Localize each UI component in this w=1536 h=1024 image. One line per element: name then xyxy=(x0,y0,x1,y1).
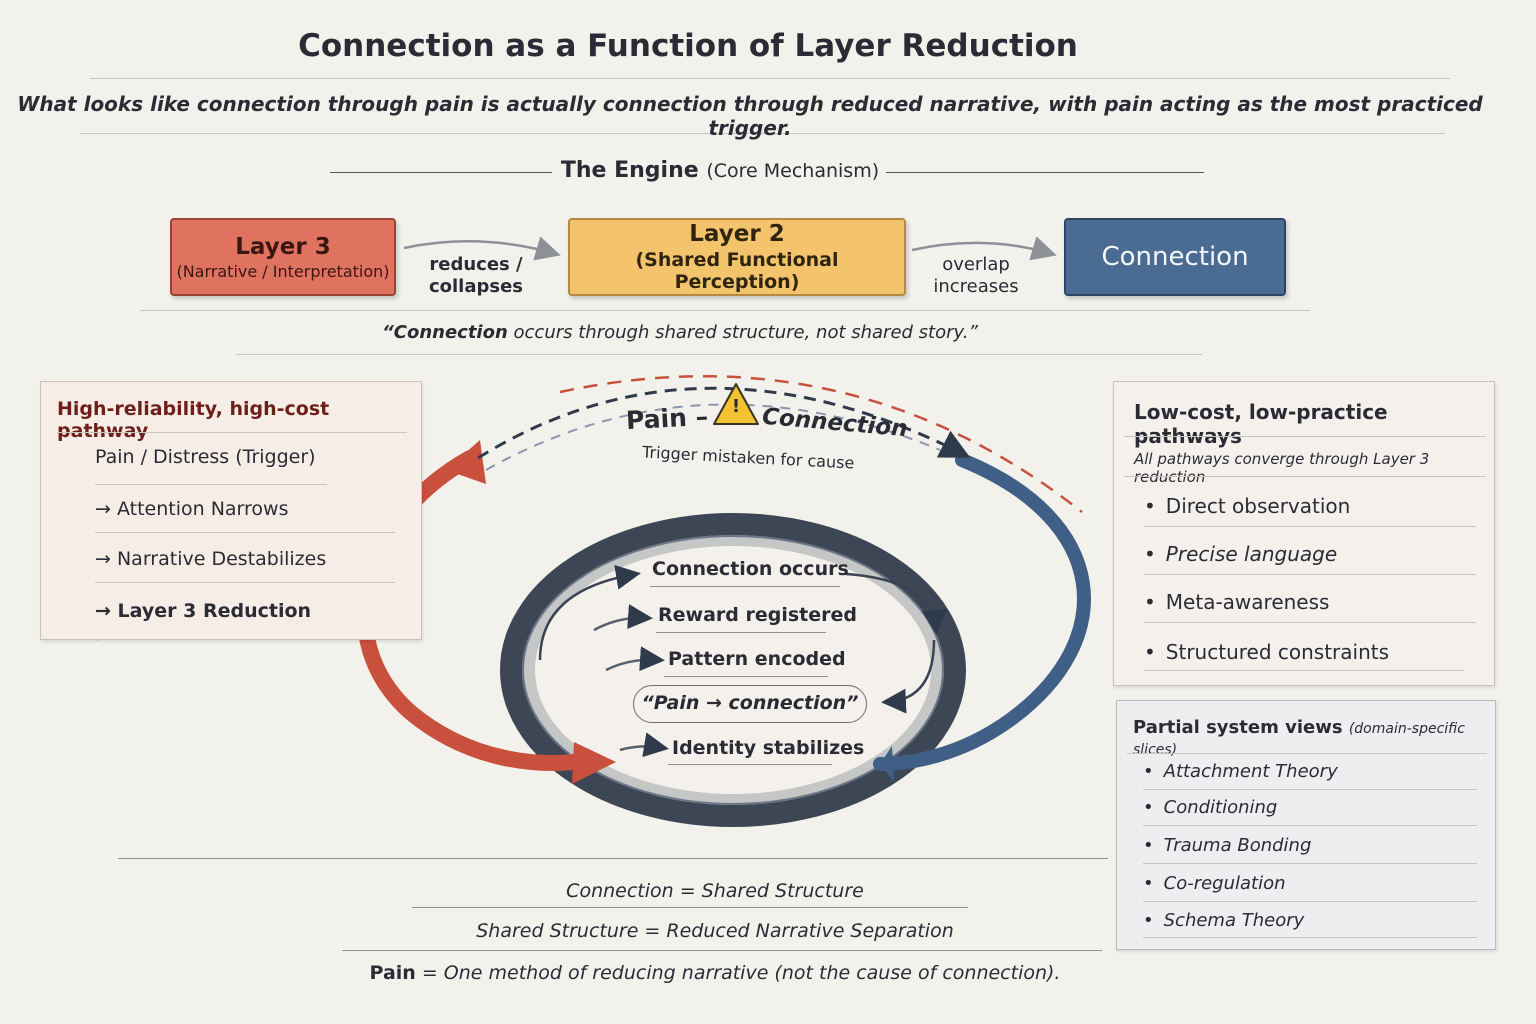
trigger-paren: (Trigger) xyxy=(235,446,316,468)
equation-rule-1 xyxy=(412,907,968,908)
low-cost-pathways-panel: Low-cost, low-practice pathways All path… xyxy=(1113,381,1495,686)
engine-quote-bold: “Connection xyxy=(382,322,508,343)
pathway-item: Structured constraints xyxy=(1144,640,1389,664)
chain-step: → Attention Narrows xyxy=(95,498,289,520)
layer3-sub: (Narrative / Interpretation) xyxy=(176,261,390,281)
pathway-item: Precise language xyxy=(1144,542,1337,566)
inner-arrow-right xyxy=(845,572,947,635)
layer2-sub: (Shared Functional Perception) xyxy=(635,249,839,293)
engine-heading-main: The Engine xyxy=(560,158,699,183)
identity-label: Identity stabilizes xyxy=(672,737,865,759)
engine-heading-paren: (Core Mechanism) xyxy=(706,160,880,182)
low-cost-pathways-heading: Low-cost, low-practice pathways xyxy=(1134,400,1388,448)
system-view-item: Trauma Bonding xyxy=(1143,835,1312,856)
layer2-box: Layer 2 (Shared Functional Perception) xyxy=(568,218,906,296)
warning-icon xyxy=(713,383,759,425)
page-subtitle: What looks like connection through pain … xyxy=(17,92,1483,140)
reduces-label-line1: reduces / xyxy=(429,254,523,275)
system-view-item: Co-regulation xyxy=(1143,873,1286,894)
pathway-item: Meta-awareness xyxy=(1144,590,1330,614)
warning-symbol: ! xyxy=(731,396,741,417)
chain-step: → Narrative Destabilizes xyxy=(95,548,327,570)
equation-3: Pain = One method of reducing narrative … xyxy=(0,962,1430,984)
red-dashed-arc xyxy=(559,375,1083,513)
pain-label: Pain – xyxy=(625,401,709,436)
cycle-item: Reward registered xyxy=(658,604,857,626)
engine-quote-rest: occurs through shared structure, not sha… xyxy=(507,322,978,343)
layer2-title: Layer 2 xyxy=(689,221,785,247)
reduces-label-line2: collapses xyxy=(428,276,524,297)
inner-arrow-identity xyxy=(619,732,669,758)
inner-arrow-return xyxy=(881,639,936,714)
inner-arrow-reward xyxy=(593,604,653,632)
equation-1: Connection = Shared Structure xyxy=(566,880,864,902)
system-view-item: Schema Theory xyxy=(1143,910,1305,931)
overlap-arrow xyxy=(911,236,1057,261)
high-cost-pathway-panel: High-reliability, high-cost pathway Pain… xyxy=(40,381,422,640)
partial-system-views-paren: (domain-specific slices) xyxy=(1133,721,1465,758)
title-rule xyxy=(90,78,1450,79)
cycle-item: Connection occurs xyxy=(652,558,849,580)
chain-step: → Layer 3 Reduction xyxy=(95,600,312,622)
engine-rule-bottom xyxy=(140,310,1310,311)
overlap-label-line2: increases xyxy=(933,276,1019,297)
blue-pathway-arrow xyxy=(873,453,1091,771)
engine-heading: The Engine (Core Mechanism) xyxy=(0,158,1440,183)
reduces-label: reduces / collapses xyxy=(418,254,534,298)
cycle-item: Pattern encoded xyxy=(668,648,846,670)
layer3-box: Layer 3 (Narrative / Interpretation) xyxy=(170,218,396,296)
partial-system-views-heading: Partial system views (domain-specific sl… xyxy=(1133,717,1495,759)
equation-3-rest: = One method of reducing narrative (not … xyxy=(415,962,1061,984)
pain-connection-dashed-arc xyxy=(477,386,971,460)
system-view-item: Attachment Theory xyxy=(1143,761,1338,782)
subtitle-rule xyxy=(80,133,1445,134)
overlap-label-line1: overlap xyxy=(942,254,1010,275)
equation-rule-2 xyxy=(342,950,1102,951)
engine-rule-left xyxy=(330,172,552,173)
low-cost-pathways-sub: All pathways converge through Layer 3 re… xyxy=(1134,450,1430,486)
trigger-main: Pain / Distress xyxy=(95,446,230,468)
layer3-title: Layer 3 xyxy=(235,233,331,260)
system-view-item: Conditioning xyxy=(1143,797,1278,818)
connection-title: Connection xyxy=(1101,242,1249,272)
inner-arrow-pattern xyxy=(605,646,665,672)
high-cost-pathway-heading: High-reliability, high-cost pathway xyxy=(57,398,330,442)
inner-arrow-left xyxy=(538,564,641,661)
overlap-label: overlap increases xyxy=(926,254,1026,298)
pathway-item: Direct observation xyxy=(1144,494,1351,518)
quote-rule xyxy=(236,354,1202,355)
trigger-item: Pain / Distress (Trigger) xyxy=(95,446,316,468)
equation-3-bold: Pain xyxy=(369,962,416,984)
reduces-arrow xyxy=(403,236,561,261)
engine-rule-right xyxy=(886,172,1204,173)
pain-connection-pill: “Pain → connection” xyxy=(633,685,867,723)
equation-rule-top xyxy=(118,858,1108,859)
page-title: Connection as a Function of Layer Reduct… xyxy=(298,28,1078,64)
engine-quote: “Connection occurs through shared struct… xyxy=(0,322,1360,343)
partial-system-views-panel: Partial system views (domain-specific sl… xyxy=(1116,700,1496,950)
equation-2: Shared Structure = Reduced Narrative Sep… xyxy=(476,920,954,942)
connection-box: Connection xyxy=(1064,218,1286,296)
partial-system-views-title: Partial system views xyxy=(1133,717,1343,738)
